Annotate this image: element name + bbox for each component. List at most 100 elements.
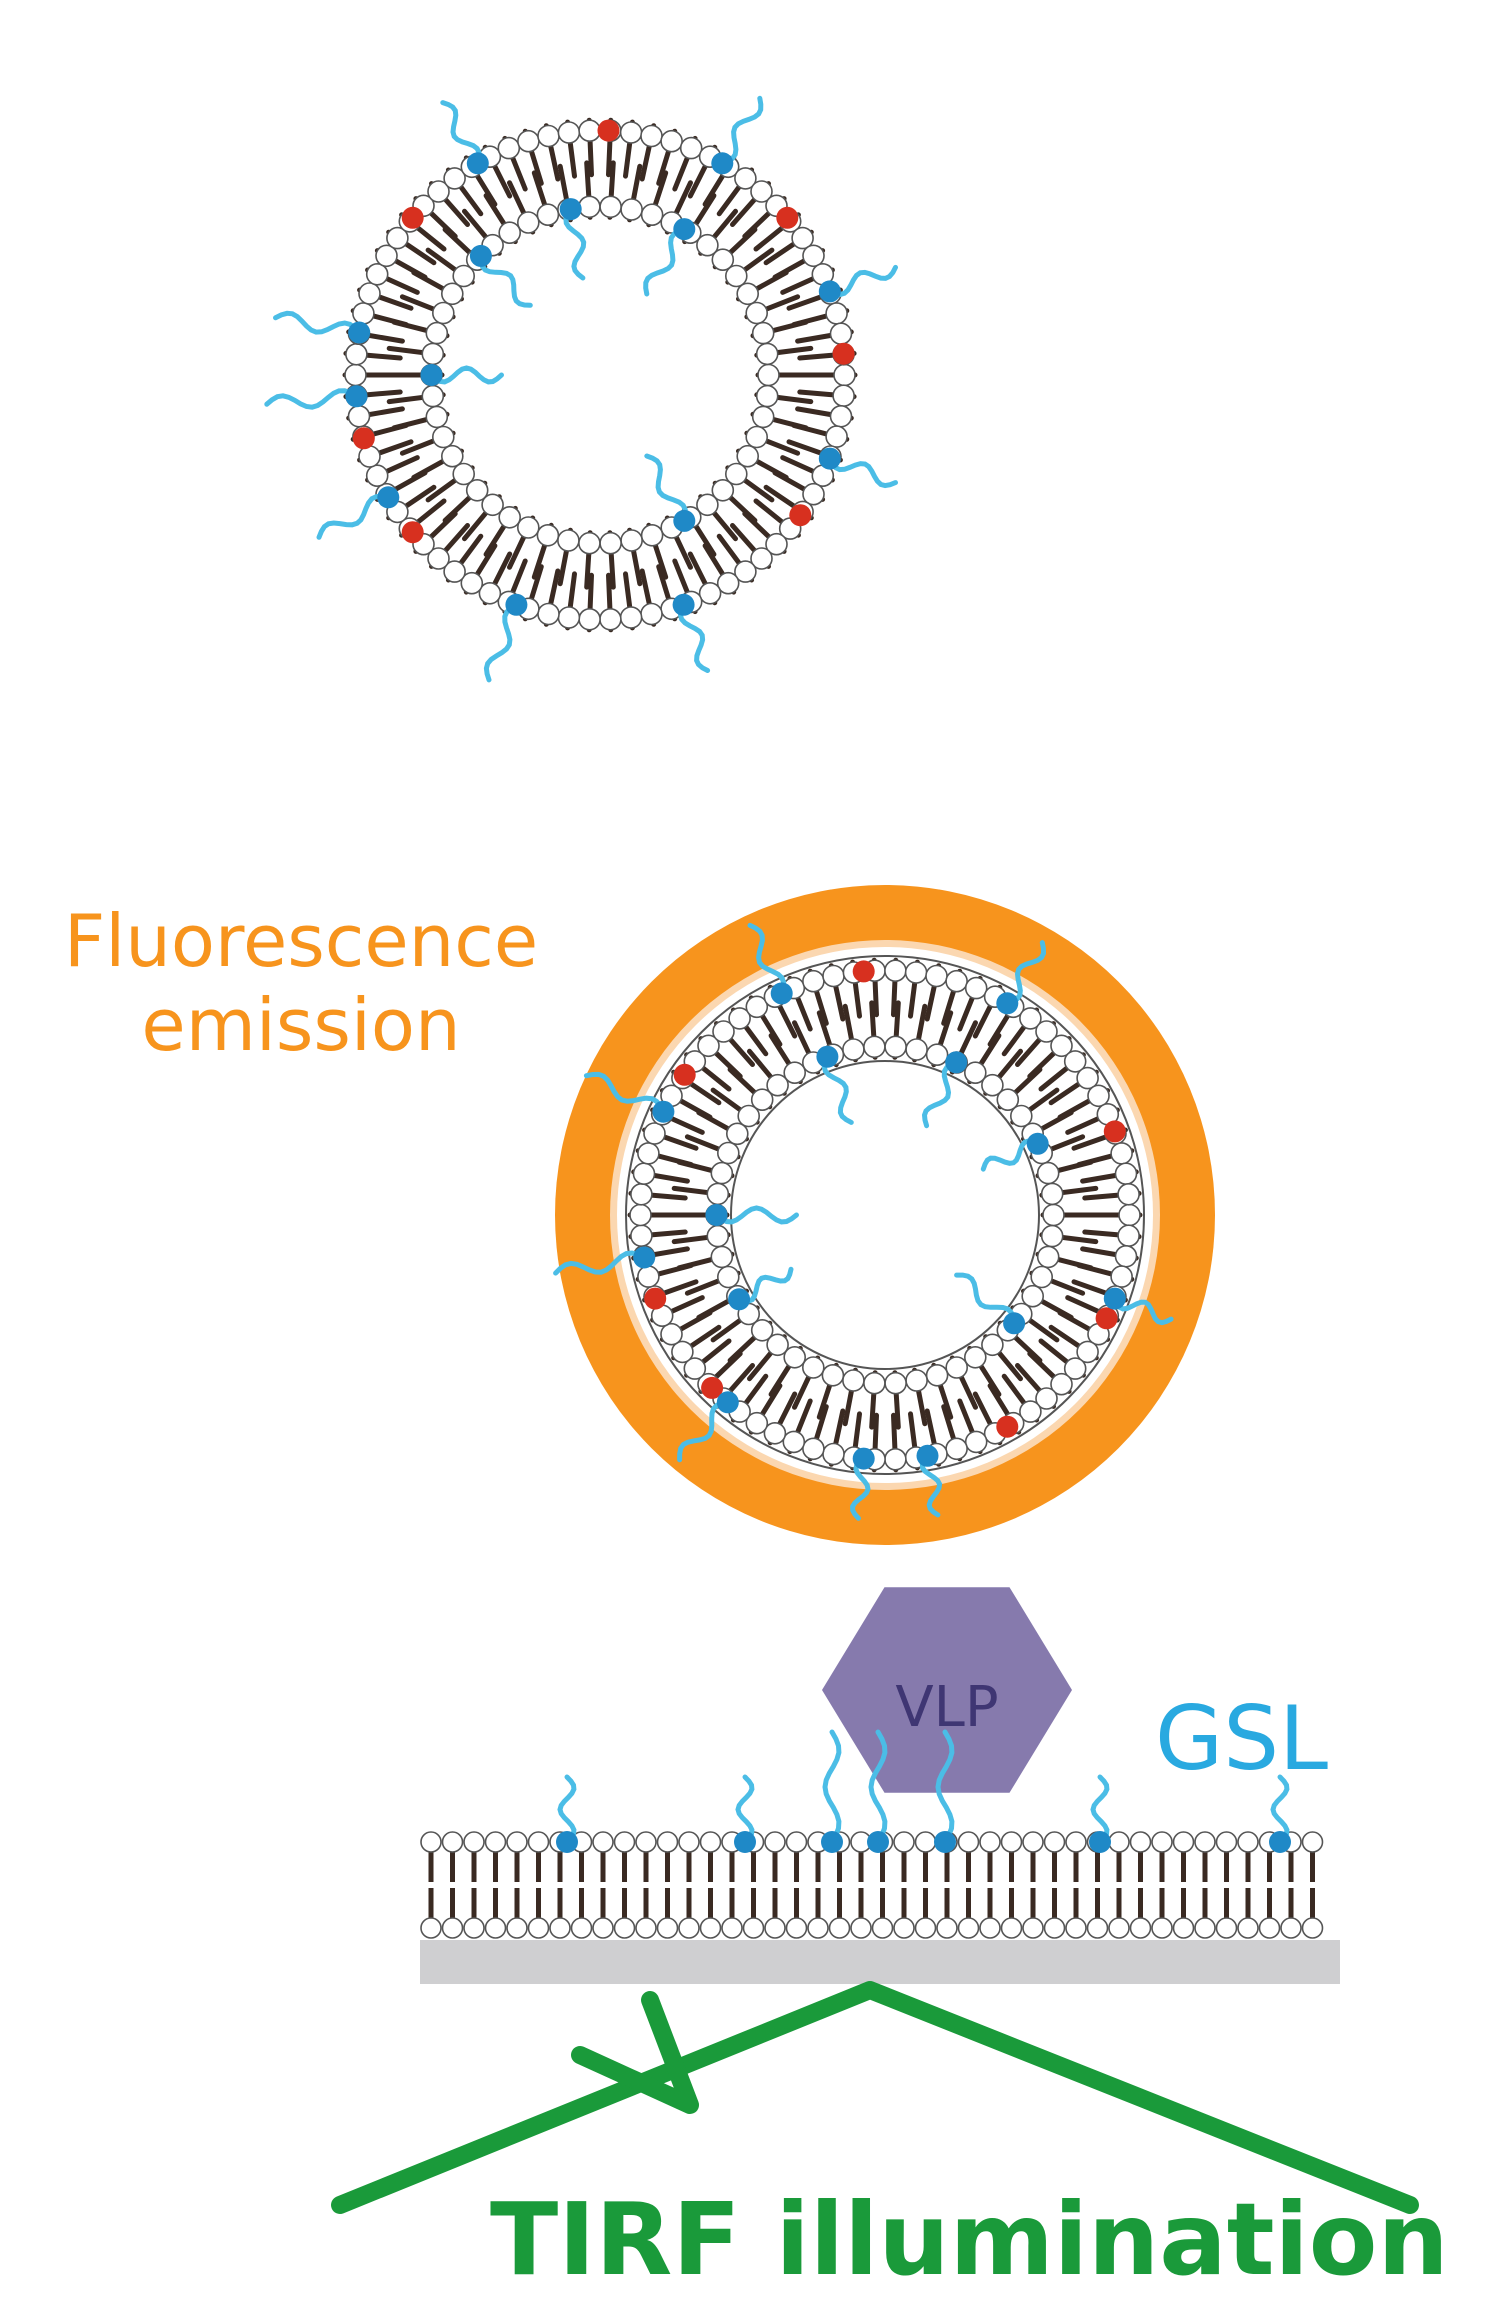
free-vesicle-outer-head [619,121,643,144]
bound-vesicle-inner-head [750,1319,774,1342]
bound-vesicle-red-lipid [1095,1307,1118,1330]
free-vesicle [264,95,898,683]
bound-vesicle-outer-head [1019,1400,1042,1423]
bound-vesicle-outer-head [1110,1265,1133,1288]
vlp-label: VLP [895,1675,999,1740]
bilayer-head-bottom [484,1917,507,1939]
bilayer-head-top [893,1831,915,1853]
bound-vesicle-gsl-head [633,1246,656,1269]
free-vesicle-outer-head [679,136,703,160]
bound-vesicle-outer-head [1117,1224,1140,1247]
free-vesicle-outer-head [640,124,663,148]
bound-vesicle-outer-head [822,964,845,988]
free-vesicle-inner-head [751,321,775,345]
bilayer-head-top [484,1831,507,1853]
bound-vesicle-outer-head [630,1183,653,1206]
free-vesicle-gsl-head [420,364,443,386]
bilayer-head-top [1301,1831,1324,1853]
bilayer-gsl-head [556,1831,578,1853]
bilayer-head-top [1151,1831,1173,1853]
bilayer-head-top [1022,1831,1044,1853]
bilayer-head-bottom [1065,1917,1087,1939]
bilayer-gsl-head [934,1831,956,1853]
free-vesicle-inner-head [440,282,464,306]
free-vesicle-gsl-head [818,447,841,470]
bilayer-gsl-head [1089,1831,1111,1853]
bound-vesicle-inner-head [1036,1161,1060,1185]
bound-vesicle-inner-head [945,1356,969,1379]
bound-vesicle-inner-head [783,1346,807,1369]
bound-vesicle-gsl-glycan [850,1456,871,1521]
bound-vesicle-inner-head [766,1073,789,1097]
free-vesicle-inner-head [620,198,643,221]
bound-vesicle-inner-head [716,1265,740,1289]
free-vesicle-inner-head [696,233,719,257]
bound-vesicle-outer-head [1050,1034,1073,1058]
bound-vesicle-outer-head [1076,1066,1099,1090]
free-vesicle-inner-head [745,425,769,449]
bound-vesicle-inner-head [801,1356,825,1379]
bound-vesicle-inner-head [750,1088,774,1111]
bound-vesicle-outer-head [1019,1007,1042,1030]
free-vesicle-inner-head [578,531,601,555]
free-vesicle-inner-head [425,321,449,345]
free-vesicle-outer-head [358,282,381,305]
bilayer-head-top [1000,1831,1023,1853]
bilayer-head-bottom [893,1917,915,1939]
bound-vesicle-outer-head [643,1122,666,1145]
bilayer-head-top [764,1831,786,1853]
bound-vesicle-outer-head [763,1422,787,1445]
free-vesicle-inner-head [736,444,760,468]
bilayer-head-top [1129,1831,1152,1853]
bilayer-head-top [441,1831,464,1853]
bilayer-head-bottom [1000,1917,1023,1939]
bilayer-head-top [1215,1831,1238,1853]
bilayer-head-bottom [871,1917,894,1939]
free-vesicle-inner-head [620,529,643,552]
bound-vesicle-inner-head [1042,1203,1065,1227]
free-vesicle-inner-head [751,405,775,429]
free-vesicle-inner-head [425,405,449,429]
bound-vesicle-outer-head [884,959,907,983]
free-vesicle-outer-head [347,404,371,428]
bilayer-head-top [463,1831,485,1853]
tirf-beam-path [331,1981,1419,2214]
bilayer-gsl-head [734,1831,756,1853]
bilayer-gsl-glycan [935,1729,955,1845]
bound-vesicle-gsl-head [1026,1132,1049,1155]
bilayer-head-top [420,1831,442,1853]
bound-vesicle-outer-head [632,1162,656,1185]
free-vesicle-inner-head [724,264,748,288]
free-vesicle-gsl-head [466,152,489,175]
bilayer-head-bottom [420,1917,442,1939]
bilayer-head-bottom [1151,1917,1173,1939]
bound-vesicle-inner-head [863,1035,886,1059]
free-vesicle-outer-head [344,363,367,387]
free-vesicle-gsl-head [377,486,400,509]
bilayer-head-bottom [441,1917,464,1939]
free-vesicle-outer-head [599,607,622,631]
bound-vesicle-gsl-glycan [553,1250,647,1276]
free-vesicle-outer-head [365,262,389,286]
free-vesicle-outer-head [829,404,853,428]
free-vesicle-inner-head [755,384,779,408]
bilayer-head-bottom [635,1917,657,1939]
free-vesicle-gsl-head [711,152,734,175]
bilayer-head-top [914,1831,937,1853]
free-vesicle-gsl-glycan [478,253,533,308]
bilayer-head-top [635,1831,657,1853]
free-vesicle-inner-head [431,425,455,449]
free-vesicle-red-lipid [776,206,799,229]
free-vesicle-inner-head [640,523,664,547]
bilayer-head-bottom [549,1917,571,1939]
bound-vesicle-inner-head [716,1141,740,1165]
bound-vesicle-gsl-glycan [921,1059,959,1129]
bound-vesicle-inner-head [963,1346,987,1369]
bound-vesicle-red-lipid [1103,1120,1126,1143]
bilayer-head-bottom [1215,1917,1238,1939]
bilayer-gsl-glycan [868,1729,888,1845]
free-vesicle-outer-head [750,547,773,570]
bound-vesicle-inner-head [821,1364,845,1387]
free-vesicle-inner-head [440,444,464,468]
